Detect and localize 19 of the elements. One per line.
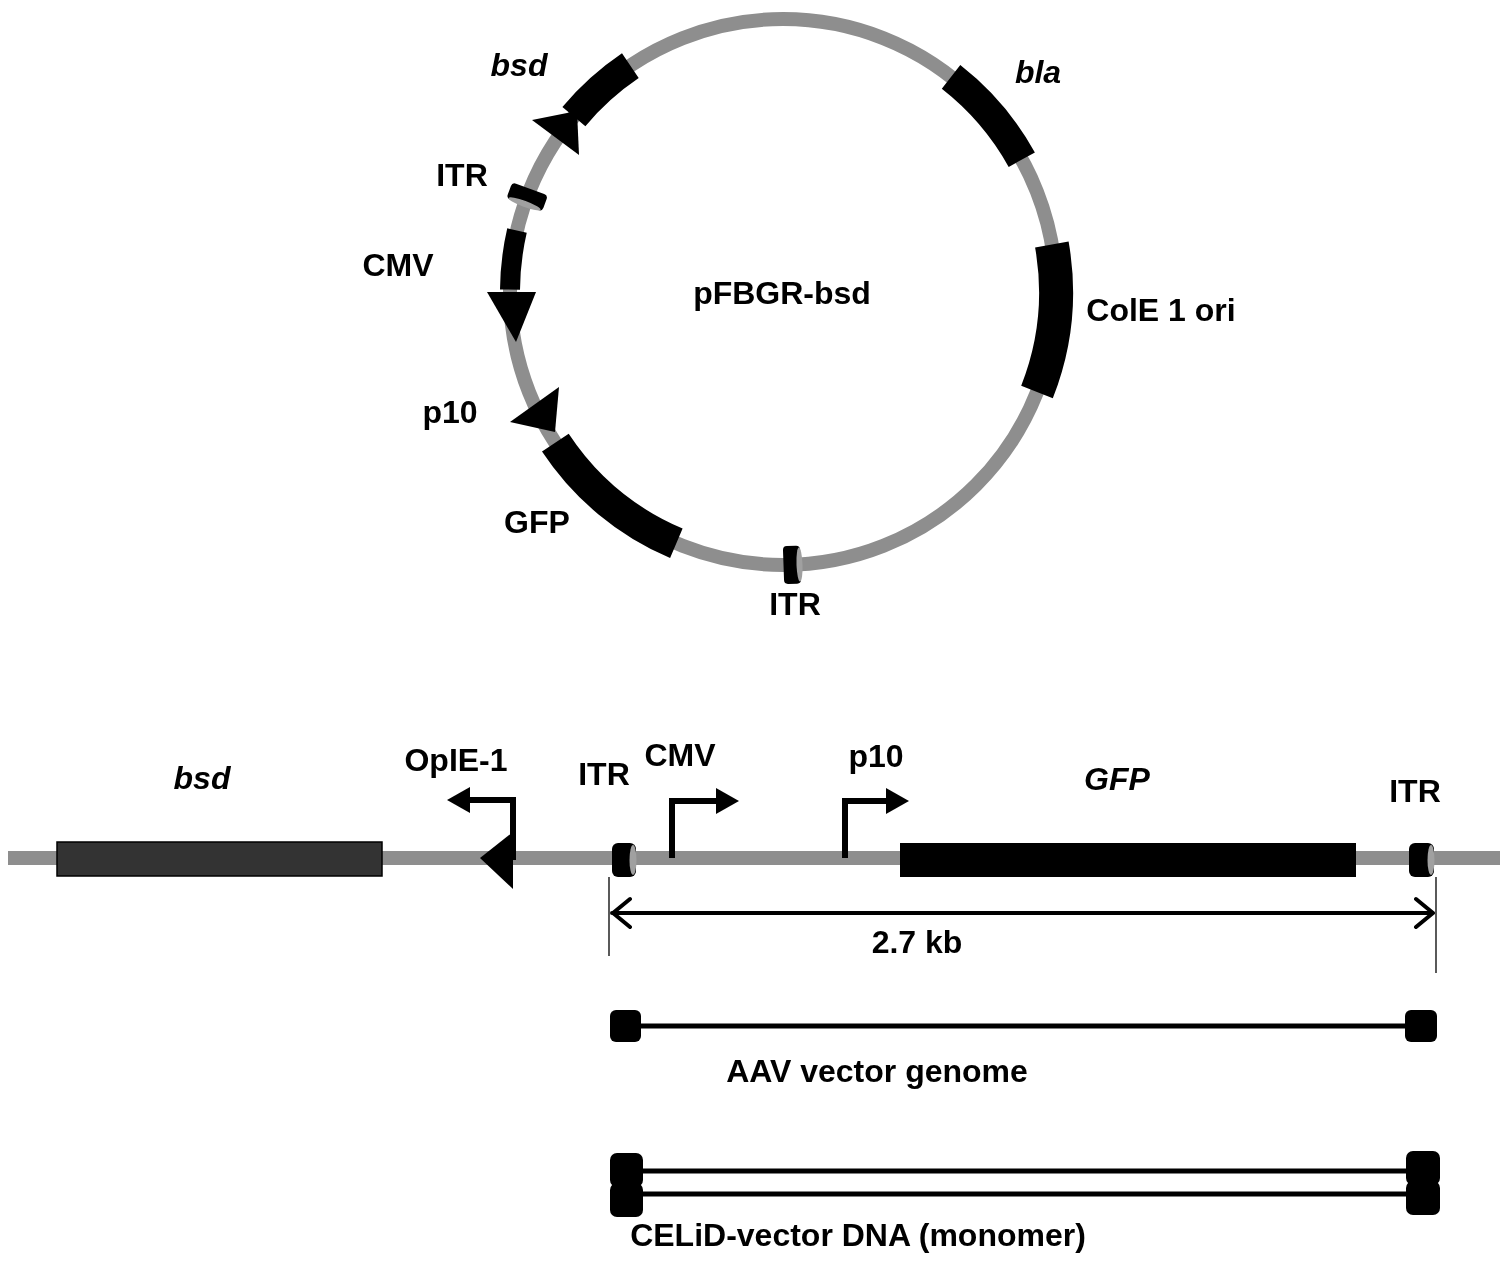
promoter-label: CMV [362,249,434,281]
plasmid-name: pFBGR-bsd [693,277,871,309]
promoter-label: p10 [422,396,478,428]
construct-label: AAV vector genome [726,1055,1028,1087]
gene-label: GFP [504,506,570,538]
construct-label: CELiD-vector DNA (monomer) [630,1219,1086,1251]
itr-label: ITR [436,159,488,191]
promoter-label: OpIE-1 [404,744,508,776]
gene-label: bsd [490,49,548,81]
itr-label: ITR [578,758,630,790]
itr-label: ITR [1389,775,1441,807]
gene-label: bsd [173,762,231,794]
promoter-label: CMV [644,739,716,771]
promoter-label: p10 [848,740,904,772]
gene-label: GFP [1084,763,1150,795]
itr-label: ITR [769,588,821,620]
origin-label: ColE 1 ori [1086,294,1236,326]
dimension-label: 2.7 kb [871,926,963,958]
gene-label: bla [1014,56,1062,88]
